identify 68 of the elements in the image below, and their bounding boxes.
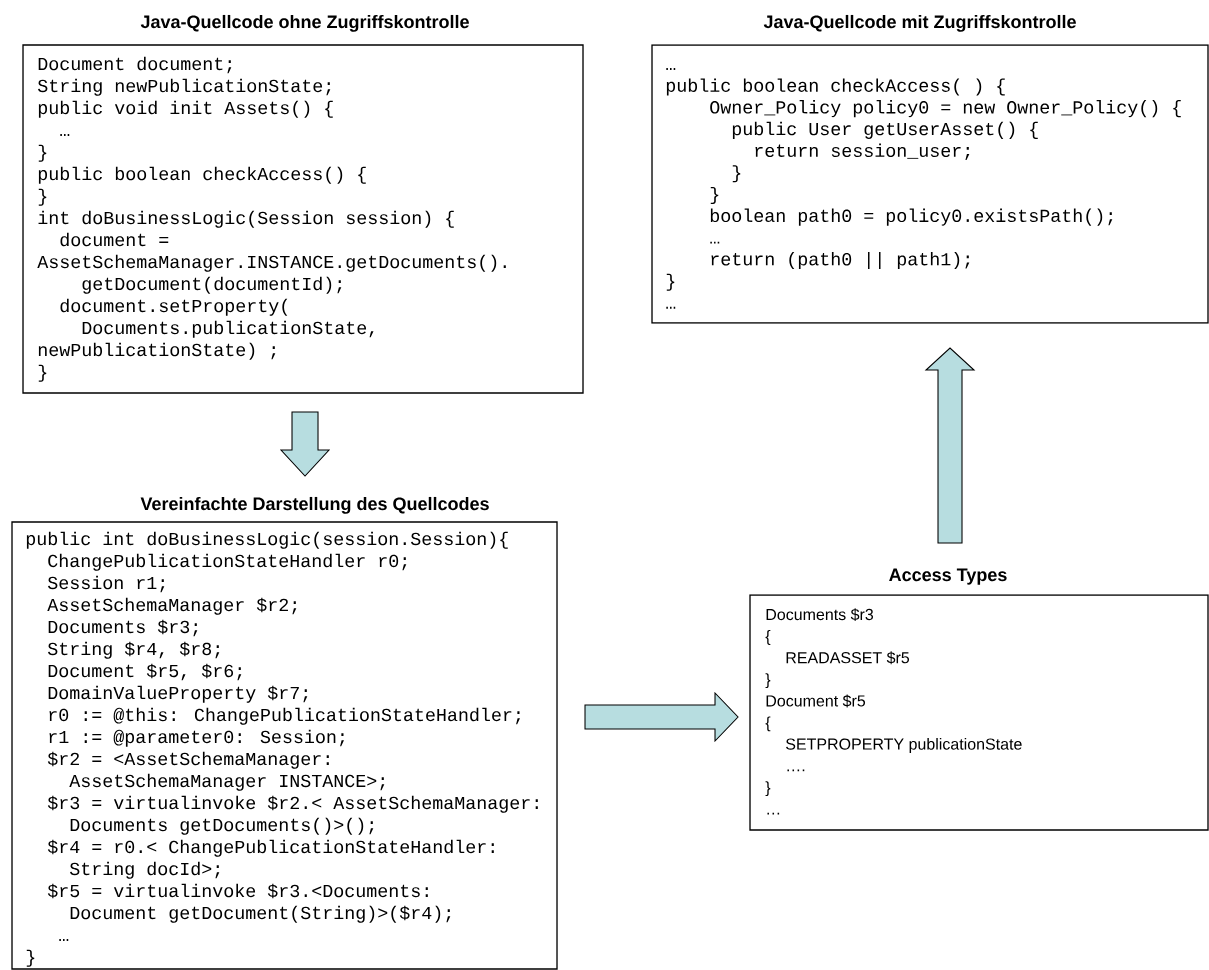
node-label: …	[710, 241, 720, 244]
node-label: Owner_Policy policy0 = new Owner_Policy() {	[710, 100, 1181, 118]
node-label: SETPROPERTY publicationState	[786, 738, 1022, 753]
node-label: AssetSchemaManager.INSTANCE.getDocuments().	[37, 254, 506, 272]
node-label: r0 := @this: ChangePublicationStateHandler;	[49, 707, 520, 725]
block-arrow	[279, 411, 331, 477]
node-label: DomainValueProperty $r7;	[48, 685, 308, 703]
node-label: }	[26, 949, 35, 967]
code-box: … public boolean checkAccess( ) { Owner_Policy policy0 = new Owner_Policy() { public User getUserAsset() { return session_user; } } boolean path0 = policy0.existsPath(); … return (path0 || path1); } …	[651, 44, 1209, 324]
node-label: document =	[60, 232, 169, 247]
node-label: Document $r5, $r6;	[48, 663, 242, 681]
code-box: public int doBusinessLogic(session.Session){ ChangePublicationStateHandler r0; Session r1; AssetSchemaManager $r2; Documents $r3; String $r4, $r8; Document $r5, $r6; DomainValueProperty $r7; r0 := @this: ChangePublicationStateHandler; r1 := @parameter0: Session; $r2 = <AssetSchemaManager: AssetSchemaManager INSTANCE>; $r3 = virtualinvoke $r2.< AssetSchemaManager: Documents getDocuments()>(); $r4 = r0.< ChangePublicationStateHandler: String docId>; $r5 = virtualinvoke $r3.<Documents: Document getDocument(String)>($r4); … }	[11, 521, 558, 970]
node-label: Documents getDocuments()>();	[70, 817, 374, 835]
node-label: AssetSchemaManager INSTANCE>;	[69, 773, 385, 791]
node-label: String $r4, $r8;	[47, 641, 220, 659]
node-label: {	[765, 630, 771, 645]
node-label: document.setProperty(	[60, 298, 288, 316]
node-label: }	[38, 144, 47, 162]
block-arrow	[584, 691, 739, 743]
node-label: $r4 = r0.< ChangePublicationStateHandler:	[47, 839, 494, 857]
node-label: newPublicationState) ;	[38, 342, 276, 360]
node-label: {	[765, 716, 771, 732]
node-label: return (path0 || path1);	[711, 252, 970, 270]
node-label: return session_user;	[755, 143, 970, 161]
box-heading: Vereinfachte Darstellung des Quellcodes	[140, 496, 489, 514]
node-label: }	[38, 188, 47, 206]
node-label: public boolean checkAccess() {	[38, 166, 366, 184]
node-label: $r2 = <AssetSchemaManager:	[47, 751, 329, 769]
node-label: …	[666, 68, 676, 70]
node-label: public boolean checkAccess( ) {	[666, 78, 1005, 96]
node-label: boolean path0 = policy0.existsPath();	[710, 208, 1113, 226]
node-label: r1 := @parameter0: Session;	[49, 729, 344, 747]
node-label: $r3 = virtualinvoke $r2.< AssetSchemaManager:	[47, 795, 538, 813]
node-label: READASSET $r5	[786, 651, 910, 665]
node-label: …	[59, 939, 69, 941]
node-label: public User getUserAsset() {	[732, 121, 1038, 139]
node-label: public int doBusinessLogic(session.Session){	[26, 531, 508, 549]
node-label: int doBusinessLogic(Session session) {	[38, 210, 454, 228]
node-label: $r5 = virtualinvoke $r3.<Documents:	[47, 883, 428, 899]
node-label: }	[38, 364, 47, 382]
code-box: Document document; String newPublicationState; public void init Assets() { … } public boolean checkAccess() { } int doBusinessLogic(Session session) { document = AssetSchemaManager.INSTANCE.getDocuments(). getDocument(documentId); document.setProperty( Documents.publicationState, newPublicationState) ; }	[22, 44, 584, 394]
node-label: …	[60, 134, 70, 136]
node-label: Document document;	[38, 56, 232, 74]
box-heading: Access Types	[889, 568, 1007, 585]
node-label: …	[666, 306, 676, 309]
node-label: ….	[787, 769, 805, 772]
node-label: String docId>;	[69, 861, 220, 879]
node-label: Session r1;	[47, 575, 165, 593]
node-label: String newPublicationState;	[37, 78, 331, 96]
node-label: Documents.publicationState,	[82, 320, 374, 338]
node-label: }	[666, 273, 675, 291]
node-label: …	[767, 812, 780, 815]
box-heading: Java-Quellcode ohne Zugriffskontrolle	[140, 14, 469, 32]
node-label: Document getDocument(String)>($r4);	[70, 905, 451, 923]
node-label: getDocument(documentId);	[82, 276, 342, 294]
node-label: AssetSchemaManager $r2;	[47, 597, 297, 615]
node-label: Documents $r3;	[48, 619, 198, 637]
node-label: }	[765, 673, 771, 689]
node-label: Document $r5	[766, 694, 866, 708]
node-label: }	[765, 781, 771, 797]
node-label: Documents $r3	[766, 608, 874, 622]
node-label: ChangePublicationStateHandler r0;	[48, 553, 407, 571]
node-label: }	[710, 186, 719, 204]
block-arrow	[924, 347, 976, 544]
code-box: Documents $r3 { READASSET $r5 } Document $r5 { SETPROPERTY publicationState …. } …	[749, 594, 1209, 831]
node-label: }	[732, 165, 741, 183]
box-heading: Java-Quellcode mit Zugriffskontrolle	[763, 14, 1076, 32]
node-label: public void init Assets() {	[38, 100, 333, 118]
